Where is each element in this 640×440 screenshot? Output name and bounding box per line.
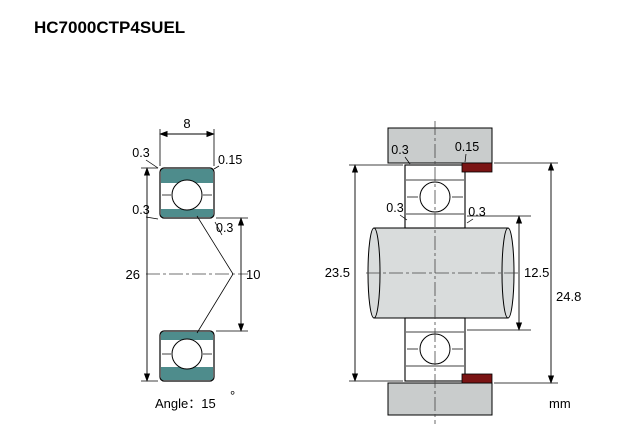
dimension-housing-abutment: 23.5 — [325, 164, 403, 382]
contact-angle-line-upper — [196, 215, 234, 275]
chamfer-left-label: 0.3 — [132, 203, 149, 217]
outer-ring-top — [161, 169, 213, 183]
seal-bottom — [461, 373, 493, 384]
chamfer-top-left-label: 0.3 — [132, 146, 149, 160]
dimension-outer-diameter: 26 — [126, 167, 158, 382]
dimension-shaft-abutment: 12.5 — [467, 215, 549, 331]
section-outline-top — [159, 167, 215, 219]
dim-bore-label: 10 — [246, 267, 260, 282]
contact-angle-label: Angle：15 — [155, 396, 216, 411]
page-title: HC7000CTP4SUEL — [34, 18, 186, 37]
leader-line — [404, 156, 411, 165]
dimension-shoulder: 24.8 — [494, 162, 581, 384]
leader-line — [145, 216, 159, 220]
chamfer-top-right-label: 0.15 — [218, 153, 242, 167]
housing-bottom — [387, 382, 493, 416]
inner-ring-bottom — [161, 332, 213, 340]
bearing-section-bottom — [159, 330, 215, 382]
section-outline-bottom — [159, 330, 215, 382]
dimension-bore: 10 — [216, 217, 260, 332]
mounted-chamfer-right-label: 0.3 — [468, 205, 485, 219]
outer-ring-bottom — [161, 367, 213, 380]
front-view: 8 26 10 0.3 0.15 0.3 — [126, 116, 261, 411]
leader-line — [466, 218, 474, 224]
leader-line — [399, 214, 408, 221]
inner-ring-top — [161, 209, 213, 217]
dim-23-5-label: 23.5 — [325, 265, 350, 280]
contact-angle-degree: ° — [230, 388, 235, 403]
unit-label: mm — [549, 396, 571, 411]
mounted-chamfer-left-label: 0.3 — [386, 201, 403, 215]
chamfer-inner-label: 0.3 — [216, 221, 233, 235]
contact-angle-line-lower — [196, 273, 234, 334]
dim-12-5-label: 12.5 — [524, 265, 549, 280]
dim-24-8-label: 24.8 — [556, 289, 581, 304]
leader-line — [214, 221, 223, 236]
leader-line — [213, 165, 220, 170]
mounted-chamfer-top-right-label: 0.15 — [455, 140, 479, 154]
mounted-chamfer-top-left-label: 0.3 — [391, 143, 408, 157]
ball-bottom — [171, 338, 203, 370]
dim-width-label: 8 — [183, 116, 190, 131]
dim-od-label: 26 — [126, 267, 140, 282]
dimension-width: 8 — [159, 116, 215, 166]
ball-top — [171, 179, 203, 211]
mounted-bearing-bottom — [404, 317, 466, 382]
leader-line — [464, 153, 467, 163]
seal-top — [461, 162, 493, 173]
bearing-section-top — [159, 167, 215, 219]
leader-line — [145, 159, 159, 169]
mounted-view: 23.5 12.5 24.8 0.3 0.15 0.3 — [325, 121, 581, 424]
